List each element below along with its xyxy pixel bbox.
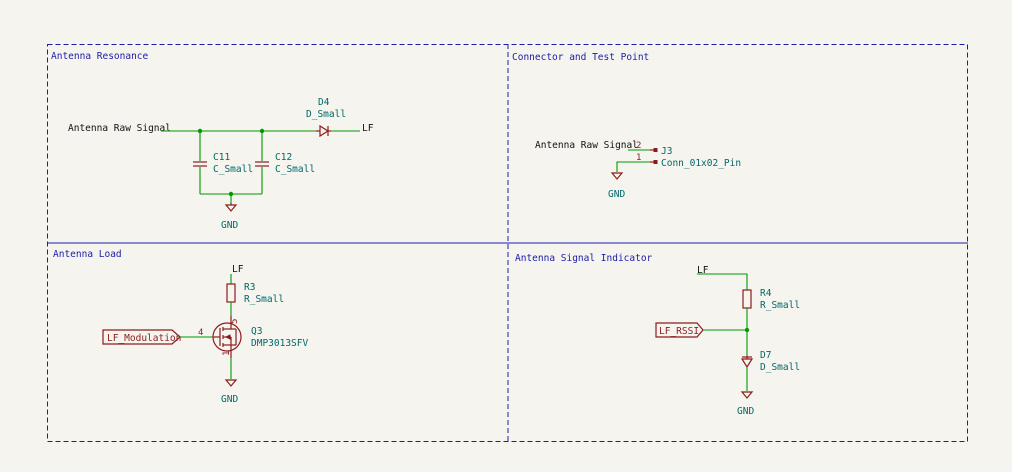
svg-text:LF_RSSI: LF_RSSI (659, 326, 699, 337)
d4-ref: D4 (318, 97, 330, 108)
r3-ref: R3 (244, 282, 255, 293)
r4-value: R_Small (760, 300, 800, 311)
section-title-antenna-signal-indicator: Antenna Signal Indicator (515, 253, 653, 264)
global-label-lf-modulation[interactable]: LF_Modulation (102, 329, 181, 345)
gnd-label: GND (608, 189, 625, 200)
section-title-antenna-load: Antenna Load (53, 249, 122, 260)
net-label-antenna-raw-signal: Antenna Raw Signal (535, 140, 638, 151)
d7-value: D_Small (760, 362, 800, 373)
net-label-antenna-raw-signal: Antenna Raw Signal (68, 123, 171, 134)
d4-value: D_Small (306, 109, 346, 120)
connector-j3[interactable] (650, 148, 658, 164)
gnd-symbol (224, 203, 238, 212)
resistor-r4[interactable] (742, 289, 752, 309)
mosfet-q3[interactable] (212, 316, 242, 358)
svg-text:LF_Modulation: LF_Modulation (107, 333, 181, 344)
connector-test-point-circuit: Antenna Raw Signal 2 1 J3 Conn_01x02_Pin… (535, 140, 741, 200)
global-label-lf-rssi[interactable]: LF_RSSI (655, 322, 704, 338)
c11-value: C_Small (213, 164, 253, 175)
c11-ref: C11 (213, 152, 230, 163)
capacitor-c12[interactable] (255, 161, 269, 167)
c12-ref: C12 (275, 152, 292, 163)
capacitor-c11[interactable] (193, 161, 207, 167)
wire (616, 161, 650, 172)
diode-d4[interactable] (316, 124, 331, 138)
j3-ref: J3 (661, 146, 672, 157)
gnd-label: GND (221, 394, 238, 405)
net-label-lf: LF (697, 265, 709, 276)
j3-pin-2: 2 (636, 141, 641, 151)
d7-ref: D7 (760, 350, 771, 361)
gnd-symbol (740, 391, 754, 399)
q3-pin-5: 5 (230, 319, 240, 324)
wire (697, 273, 748, 290)
section-title-antenna-resonance: Antenna Resonance (51, 51, 149, 62)
net-label-lf: LF (232, 264, 244, 275)
gnd-symbol (224, 379, 238, 387)
q3-pin-1: 1 (222, 351, 232, 356)
j3-value: Conn_01x02_Pin (661, 158, 741, 169)
q3-pin-4: 4 (198, 328, 203, 338)
j3-pin-1: 1 (636, 153, 641, 163)
antenna-signal-indicator-circuit: LF R4 R_Small LF_RSSI D7 D_Small GND (655, 265, 800, 417)
diode-d7[interactable] (740, 356, 754, 369)
junction (744, 327, 750, 333)
gnd-label: GND (737, 406, 754, 417)
resistor-r3[interactable] (226, 283, 236, 303)
antenna-load-circuit: LF R3 R_Small LF_Modulation 4 (102, 264, 308, 405)
r4-ref: R4 (760, 288, 772, 299)
q3-value: DMP3013SFV (251, 338, 308, 349)
gnd-symbol (610, 172, 624, 180)
net-label-lf: LF (362, 123, 374, 134)
r3-value: R_Small (244, 294, 284, 305)
q3-ref: Q3 (251, 326, 262, 337)
section-title-connector-test-point: Connector and Test Point (512, 52, 649, 63)
antenna-resonance-circuit: Antenna Raw Signal LF D4 D_Small C11 C_S… (68, 97, 374, 231)
c12-value: C_Small (275, 164, 315, 175)
gnd-label: GND (221, 220, 238, 231)
